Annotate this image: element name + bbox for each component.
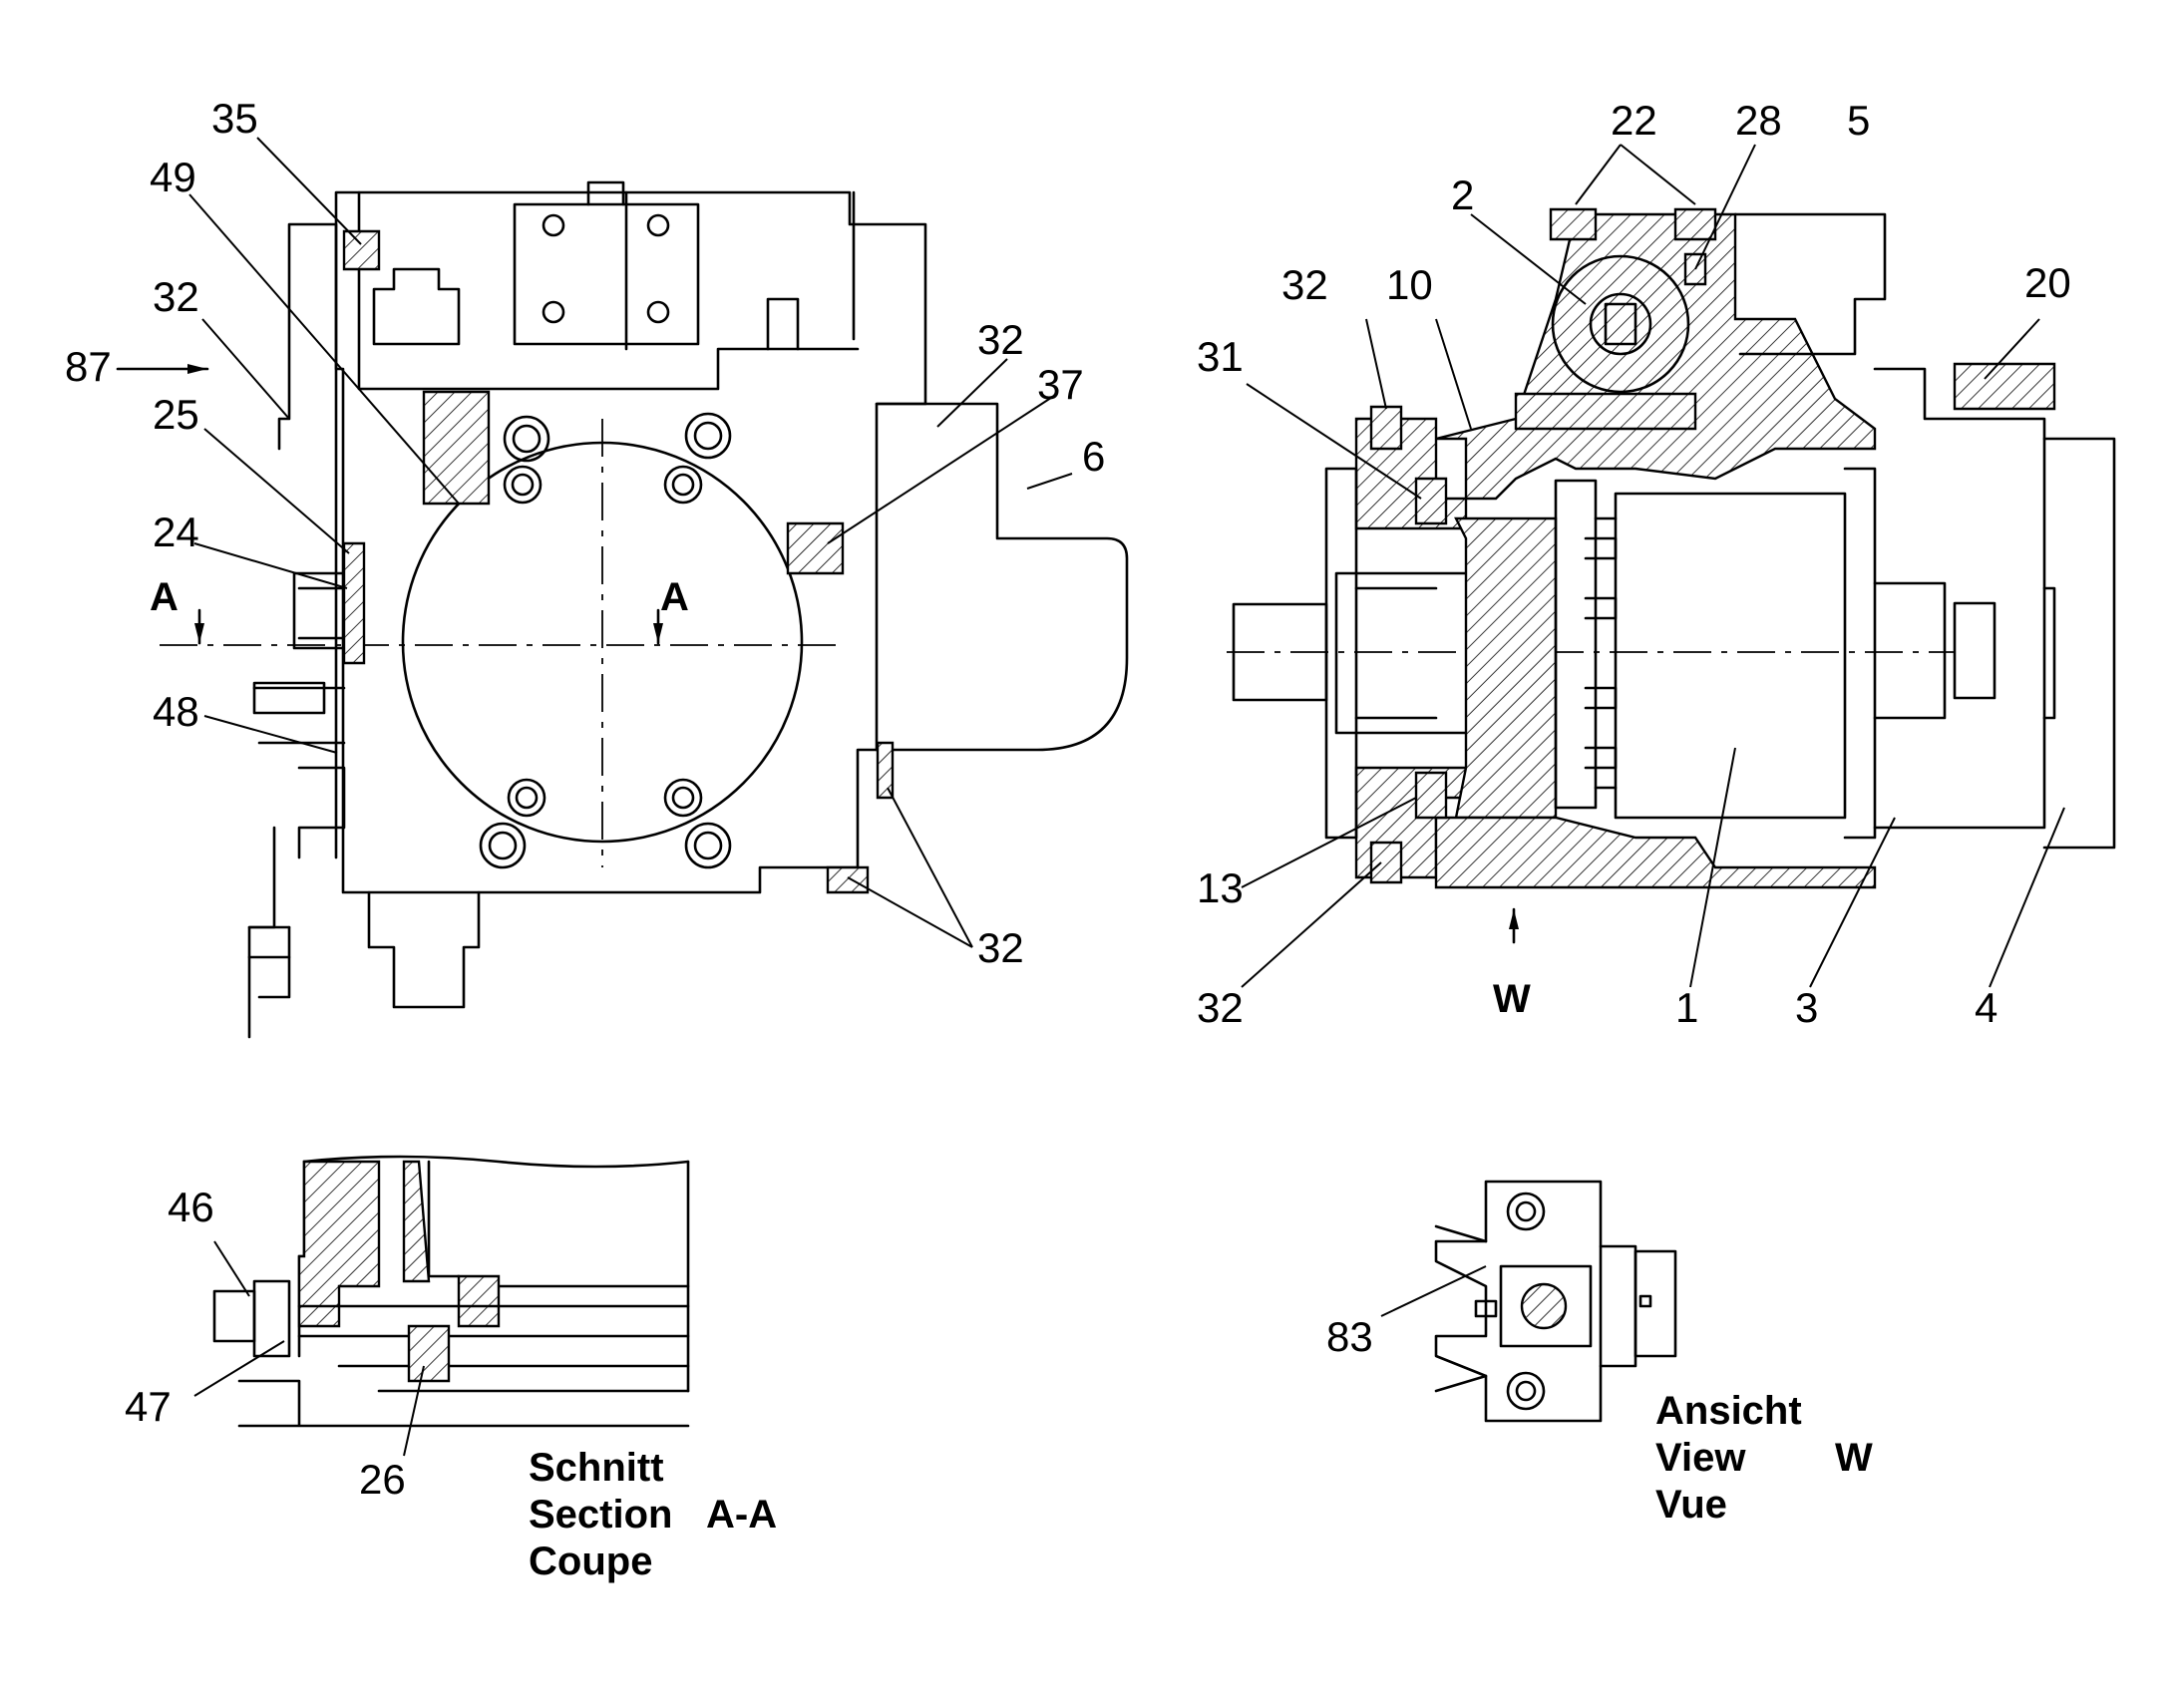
callout-1: 1 bbox=[1675, 984, 1698, 1031]
callout-2: 2 bbox=[1451, 171, 1474, 218]
section-a-a bbox=[212, 1155, 690, 1428]
caption-schnitt: Schnitt bbox=[529, 1446, 664, 1490]
callout-32: 32 bbox=[153, 273, 199, 320]
section-marker-a-left: A bbox=[150, 575, 179, 619]
section-caption: Schnitt Section A-A Coupe bbox=[529, 1446, 777, 1583]
caption-section: Section bbox=[529, 1493, 672, 1537]
callout-28: 28 bbox=[1735, 97, 1782, 144]
callouts: 35 49 32 87 25 24 A A 48 32 37 6 32 22 2… bbox=[65, 95, 2071, 1503]
caption-vue: Vue bbox=[1655, 1483, 1727, 1527]
callout-13: 13 bbox=[1197, 864, 1244, 911]
callout-10: 10 bbox=[1386, 261, 1433, 308]
callout-32: 32 bbox=[977, 924, 1024, 971]
front-view bbox=[116, 180, 1129, 1039]
callout-22: 22 bbox=[1611, 97, 1657, 144]
callout-3: 3 bbox=[1795, 984, 1818, 1031]
callout-32: 32 bbox=[1281, 261, 1328, 308]
caption-ansicht: Ansicht bbox=[1655, 1389, 1802, 1433]
caption-view-id: W bbox=[1835, 1436, 1873, 1480]
callout-24: 24 bbox=[153, 509, 199, 555]
callout-32: 32 bbox=[977, 316, 1024, 363]
caption-section-id: A-A bbox=[706, 1493, 777, 1537]
section-view bbox=[1227, 207, 2116, 944]
callout-32: 32 bbox=[1197, 984, 1244, 1031]
callout-48: 48 bbox=[153, 688, 199, 735]
section-marker-a-right: A bbox=[660, 575, 689, 619]
callout-46: 46 bbox=[168, 1184, 214, 1230]
leader-lines bbox=[188, 137, 2065, 1457]
view-caption: Ansicht View W Vue bbox=[1655, 1389, 1873, 1527]
callout-26: 26 bbox=[359, 1456, 406, 1503]
callout-25: 25 bbox=[153, 391, 199, 438]
view-marker-w: W bbox=[1493, 977, 1531, 1021]
caption-view: View bbox=[1655, 1436, 1746, 1480]
callout-31: 31 bbox=[1197, 333, 1244, 380]
callout-37: 37 bbox=[1037, 361, 1084, 408]
callout-83: 83 bbox=[1326, 1313, 1373, 1360]
callout-87: 87 bbox=[65, 343, 112, 390]
callout-5: 5 bbox=[1847, 97, 1870, 144]
view-w bbox=[1434, 1180, 1677, 1423]
callout-6: 6 bbox=[1082, 433, 1105, 480]
callout-20: 20 bbox=[2024, 259, 2071, 306]
callout-47: 47 bbox=[125, 1383, 172, 1430]
caption-coupe: Coupe bbox=[529, 1539, 652, 1583]
callout-35: 35 bbox=[211, 95, 258, 142]
callout-49: 49 bbox=[150, 154, 196, 200]
callout-4: 4 bbox=[1975, 984, 1998, 1031]
